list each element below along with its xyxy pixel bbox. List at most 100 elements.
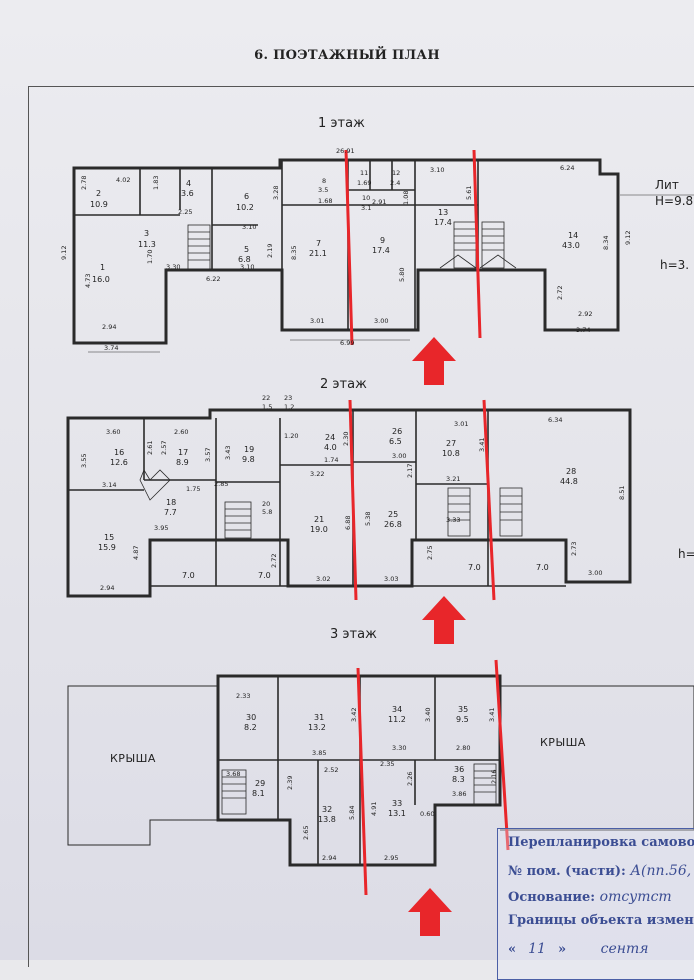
f1-dim-27: 6.99: [340, 339, 354, 347]
red-up-arrow-1: [412, 337, 456, 385]
f3-room-30-num: 30: [246, 713, 256, 722]
f3-dim-1: 3.42: [350, 708, 358, 722]
f1-room-12-num: 12: [392, 169, 400, 177]
f2-dim-3: 2.61: [146, 441, 154, 455]
f1-dim-8: 2.91: [372, 198, 386, 206]
red-up-arrow-2: [422, 596, 466, 644]
f3-room-32-area: 13.8: [318, 815, 336, 824]
f3-dim-13: 4.91: [370, 802, 378, 816]
f2-room-28-num: 28: [566, 467, 576, 476]
document-title: 6. ПОЭТАЖНЫЙ ПЛАН: [254, 48, 440, 63]
f1-dim-19: 2.19: [266, 244, 274, 258]
f1-room-4-area: 3.6: [181, 189, 194, 198]
f2-dim-14: 3.22: [310, 470, 324, 478]
f3-dim-12: 5.84: [348, 806, 356, 820]
f1-room-5-num: 5: [244, 245, 249, 254]
f1-dim-20: 8.35: [290, 246, 298, 260]
f3-dim-9: 2.35: [380, 760, 394, 768]
floor-2-labels: 22 1.5 23 1.2 16 12.6 17 8.9 19 9.8 24 4…: [80, 394, 626, 592]
red-line-f2-a: [348, 399, 358, 601]
f1-room-2-num: 2: [96, 189, 101, 198]
f1-dim-12: 6.24: [560, 164, 574, 172]
f2-dim-21: 6.88: [344, 516, 352, 530]
f2-dim-29: 3.00: [588, 569, 602, 577]
f1-room-14-area: 43.0: [562, 241, 580, 250]
f2-room-21-num: 21: [314, 515, 324, 524]
stamp-line-4: Границы объекта изменены: [508, 913, 694, 928]
f1-room-13-num: 13: [438, 208, 448, 217]
f2-balcony-1: 7.0: [182, 571, 195, 580]
f3-room-35-area: 9.5: [456, 715, 469, 724]
f1-room-3-area: 11.3: [138, 240, 156, 249]
f2-dim-26: 2.94: [100, 584, 114, 592]
stamp-basis-label: Основание:: [508, 890, 596, 905]
f2-dim-10: 3.01: [454, 420, 468, 428]
f1-dim-4: 2.25: [178, 208, 192, 216]
f1-dim-6: 3.28: [272, 186, 280, 200]
f2-dim-9: 2.30: [342, 432, 350, 446]
f3-room-30-area: 8.2: [244, 723, 257, 732]
f3-room-34-num: 34: [392, 705, 402, 714]
floor-2-stairs: [139, 469, 523, 539]
f2-dim-18: 3.95: [154, 524, 168, 532]
page-frame: [28, 86, 694, 967]
f3-room-31-area: 13.2: [308, 723, 326, 732]
f3-dim-7: 3.68: [226, 770, 240, 778]
stamp-line-5: «11» сентя: [508, 941, 649, 957]
f2-room-25-area: 26.8: [384, 520, 402, 529]
f2-room-20-area: 5.8: [262, 508, 272, 516]
floor-1-partitions: [74, 160, 479, 330]
red-line-f1-b: [472, 149, 482, 339]
f2-dim-4: 2.57: [160, 441, 168, 455]
red-line-f3-b: [494, 659, 510, 851]
f2-room-16-num: 16: [114, 448, 124, 457]
f1-room-7-num: 7: [316, 239, 321, 248]
f2-room-27-area: 10.8: [442, 449, 460, 458]
f1-dim-11: 5.61: [465, 186, 473, 200]
side-lit-label: Лит: [655, 178, 679, 192]
f2-dim-6: 3.43: [224, 446, 232, 460]
f1-dim-10: 3.10: [430, 166, 444, 174]
stamp-line-2: № пом. (части): А(пп.56,: [508, 863, 691, 879]
f3-dim-8: 2.52: [324, 766, 338, 774]
f2-room-23-num: 23: [284, 394, 292, 402]
f3-dim-2: 3.40: [424, 708, 432, 722]
f3-dim-15: 2.26: [406, 772, 414, 786]
f3-dim-14: 0.60: [420, 810, 434, 818]
f1-room-8-area: 3.5: [318, 186, 328, 194]
f3-dim-4: 3.85: [312, 749, 326, 757]
f3-dim-5: 3.30: [392, 744, 406, 752]
f2-balcony-2: 7.0: [258, 571, 271, 580]
floor-plans-drawing: 2 10.9 3 11.3 4 3.6 1 16.0 6 10.2 5 6.8 …: [60, 147, 694, 896]
f1-room-5-area: 6.8: [238, 255, 251, 264]
f1-dim-24: 2.94: [102, 323, 116, 331]
f2-dim-13: 1.75: [186, 485, 200, 493]
f2-dim-7: 1.20: [284, 432, 298, 440]
floor-1-dimension-lines: [88, 194, 694, 353]
f1-dim-29: 2.72: [556, 286, 564, 300]
f3-dim-3: 3.41: [488, 708, 496, 722]
f2-dim-16: 3.21: [446, 475, 460, 483]
f2-room-17-area: 8.9: [176, 458, 189, 467]
stamp-basis-value: отсутст: [599, 889, 672, 905]
f2-room-24-num: 24: [325, 433, 335, 442]
f3-roof-left-label: КРЫША: [110, 752, 156, 765]
f2-dim-27: 3.02: [316, 575, 330, 583]
floor-3-title: 3 этаж: [330, 627, 377, 642]
f2-dim-28: 3.03: [384, 575, 398, 583]
stamp-day: 11: [528, 941, 546, 957]
f3-dim-6: 2.80: [456, 744, 470, 752]
f2-dim-32: 3.33: [446, 516, 460, 524]
f1-room-12-area: 2.4: [390, 179, 400, 187]
f2-room-26-area: 6.5: [389, 437, 402, 446]
f1-room-7-area: 21.1: [309, 249, 327, 258]
f1-dim-22: 8.34: [602, 236, 610, 250]
f3-room-29-area: 8.1: [252, 789, 265, 798]
f2-dim-12: 3.14: [102, 481, 116, 489]
f1-dim-31: 3.74: [576, 326, 590, 334]
f2-room-22-num: 22: [262, 394, 270, 402]
stamp-line-1: Перепланировка самовол: [508, 835, 694, 850]
f2-room-21-area: 19.0: [310, 525, 328, 534]
f1-room-9-num: 9: [380, 236, 385, 245]
